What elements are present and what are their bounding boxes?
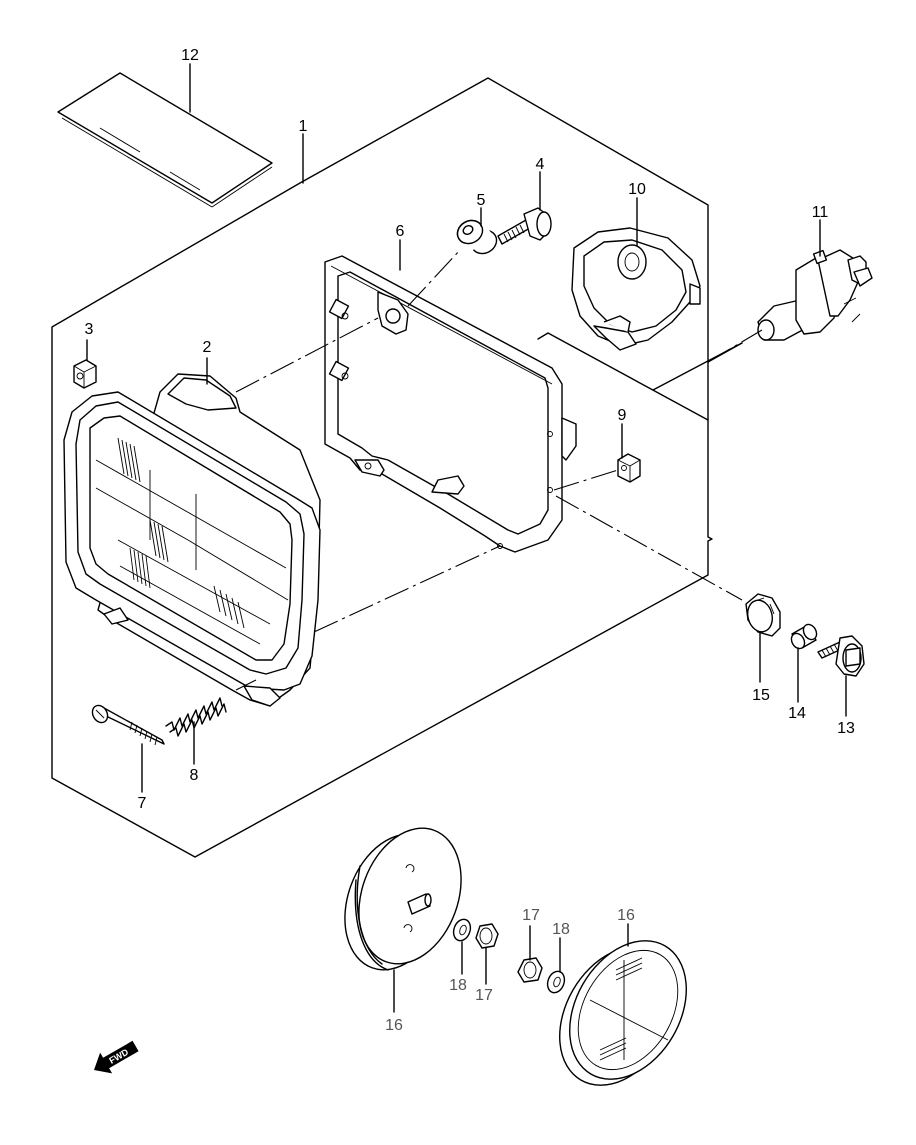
part-15-adjuster	[745, 593, 781, 637]
callout-6: 6	[396, 223, 405, 240]
part-16-lamp-back	[344, 827, 462, 971]
part-16-lamp-front	[559, 940, 687, 1086]
callout-5: 5	[477, 192, 486, 209]
part-10-socket-cover	[571, 227, 701, 351]
fwd-arrow-icon: FWD	[94, 1040, 139, 1074]
callout-14: 14	[788, 705, 806, 722]
callout-13: 13	[837, 720, 855, 737]
callout-15: 15	[752, 687, 770, 704]
part-13-screw	[817, 635, 865, 677]
part-2-headlight-unit	[63, 373, 321, 707]
callout-12: 12	[181, 47, 199, 64]
callout-11: 11	[812, 204, 829, 221]
callout-3: 3	[85, 321, 94, 338]
callout-18-left: 18	[449, 977, 467, 994]
callout-9: 9	[618, 407, 627, 424]
callout-labels: 12 1 3 2 4 5 6 10 11 9 15 14 13 7 8 16 1…	[85, 47, 855, 1034]
callout-1: 1	[299, 118, 308, 135]
callout-4: 4	[536, 156, 545, 173]
part-17-nut-left	[475, 923, 499, 949]
callout-10: 10	[628, 181, 646, 198]
callout-16-back: 16	[385, 1017, 403, 1034]
leader-lines	[86, 63, 847, 1013]
callout-18-right: 18	[552, 921, 570, 938]
assembly-boundary	[51, 77, 713, 858]
boundary-notch	[537, 332, 709, 421]
callout-7: 7	[138, 795, 147, 812]
part-8-spring	[165, 697, 227, 737]
part-18-washer-right	[546, 970, 566, 994]
part-4-bolt	[497, 207, 552, 245]
part-5-grommet	[456, 219, 498, 255]
callout-16-front: 16	[617, 907, 635, 924]
callout-2: 2	[203, 339, 212, 356]
callout-17-right: 17	[522, 907, 540, 924]
callout-17-left: 17	[475, 987, 493, 1004]
part-12-label-sheet	[57, 72, 273, 208]
part-9-clip-nut	[617, 453, 641, 483]
callout-8: 8	[190, 767, 199, 784]
part-17-nut-right	[517, 957, 543, 983]
part-7-long-screw	[91, 704, 165, 746]
part-14-spacer	[790, 623, 818, 650]
assembly-lines	[235, 249, 763, 691]
part-6-mounting-frame	[324, 255, 577, 553]
part-11-bulb	[757, 249, 873, 341]
part-3-nut-clip	[73, 359, 97, 389]
part-18-washer-left	[452, 918, 472, 942]
